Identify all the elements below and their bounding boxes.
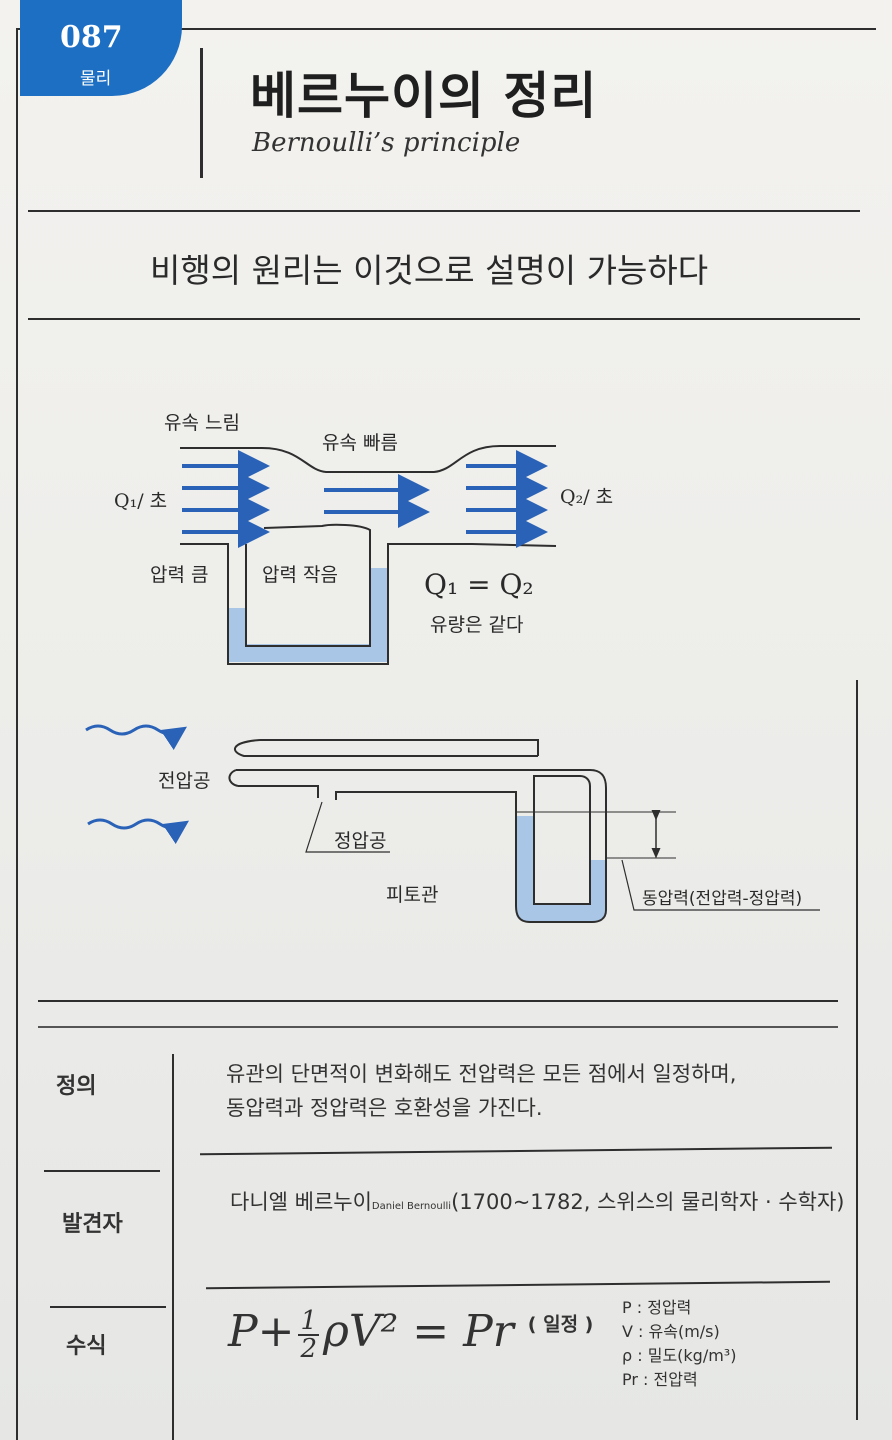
table-rule-top-2: [38, 1026, 838, 1028]
formula-legend: P : 정압력 V : 유속(m/s) ρ : 밀도(kg/m³) Pr : 전…: [622, 1296, 736, 1392]
label-total-pressure-hole: 전압공: [158, 770, 211, 792]
wavy-flow-arrow-2: [87, 818, 189, 844]
table-rule-top: [38, 1000, 838, 1002]
row-rule-right-2: [206, 1280, 830, 1290]
venturi-top-wall: [180, 445, 556, 473]
discoverer-text: 다니엘 베르누이Daniel Bernoulli(1700~1782, 스위스의…: [230, 1184, 845, 1225]
arrows-fast: [324, 474, 430, 528]
table-column-divider: [172, 1054, 174, 1440]
equation-flow-rate: Q₁ = Q₂: [424, 568, 534, 601]
label-slow-flow: 유속 느림: [164, 412, 240, 434]
label-q2-rate: Q₂/ 초: [560, 486, 614, 508]
definition-line-2: 동압력과 정압력은 호환성을 가진다.: [226, 1096, 543, 1120]
subtitle-rule-top: [28, 210, 860, 212]
label-flow-equal: 유량은 같다: [430, 614, 524, 636]
definition-label: 정의: [56, 1074, 97, 1099]
manometer-inner: [245, 523, 371, 647]
label-pitot-tube: 피토관: [386, 884, 439, 906]
pitot-water: [516, 816, 606, 922]
discoverer-name-en: Daniel Bernoulli: [371, 1201, 452, 1212]
discoverer-detail: (1700~1782, 스위스의 물리학자 · 수학자): [451, 1190, 845, 1214]
subtitle-rule-bottom: [28, 318, 860, 320]
entry-badge: 087 물리: [20, 0, 182, 96]
venturi-diagram: [180, 445, 557, 665]
wavy-flow-arrow-1: [85, 724, 187, 750]
definition-line-1: 유관의 단면적이 변화해도 전압력은 모든 점에서 일정하며,: [226, 1062, 737, 1086]
formula-constant: ( 일정 ): [527, 1313, 594, 1336]
legend-item: ρ : 밀도(kg/m³): [622, 1346, 737, 1365]
arrows-exit: [466, 450, 548, 548]
legend-item: P : 정압력: [622, 1298, 692, 1317]
label-fast-flow: 유속 빠름: [322, 432, 398, 454]
entry-number: 087: [60, 20, 123, 55]
row-rule-left-1: [44, 1170, 160, 1172]
discoverer-label: 발견자: [62, 1212, 123, 1237]
page-title-english: Bernoulli’s principle: [252, 128, 521, 158]
row-rule-left-2: [50, 1306, 166, 1308]
formula-half-numerator: 1: [298, 1305, 320, 1336]
diagram-canvas: [85, 445, 820, 923]
legend-item: V : 유속(m/s): [622, 1322, 720, 1341]
page-title: 베르누이의 정리: [250, 67, 598, 125]
formula-half-denominator: 2: [300, 1333, 318, 1364]
page-frame-right: [856, 680, 858, 1420]
label-low-pressure: 압력 작음: [262, 564, 338, 586]
page-frame-top: [16, 28, 876, 30]
pitot-diagram: [85, 724, 820, 923]
subtitle: 비행의 원리는 이것으로 설명이 가능하다: [150, 251, 709, 290]
discoverer-name: 다니엘 베르누이: [230, 1190, 372, 1214]
formula-rest: ρV² = Pr: [323, 1306, 514, 1357]
entry-category: 물리: [80, 69, 112, 89]
label-q1-rate: Q₁/ 초: [114, 490, 168, 512]
row-rule-right-1: [200, 1146, 832, 1156]
title-divider: [200, 48, 203, 178]
venturi-bottom-wall: [180, 543, 557, 665]
legend-item: Pr : 전압력: [622, 1370, 698, 1389]
label-dynamic-pressure: 동압력(전압력-정압력): [642, 889, 803, 909]
arrows-slow: [182, 450, 270, 548]
manometer-water: [228, 568, 388, 662]
formula-lhs: P+: [228, 1306, 295, 1357]
page-frame-left: [16, 28, 18, 1440]
label-high-pressure: 압력 큼: [150, 564, 209, 586]
label-static-pressure-hole: 정압공: [334, 830, 387, 852]
formula-label: 수식: [66, 1334, 107, 1359]
